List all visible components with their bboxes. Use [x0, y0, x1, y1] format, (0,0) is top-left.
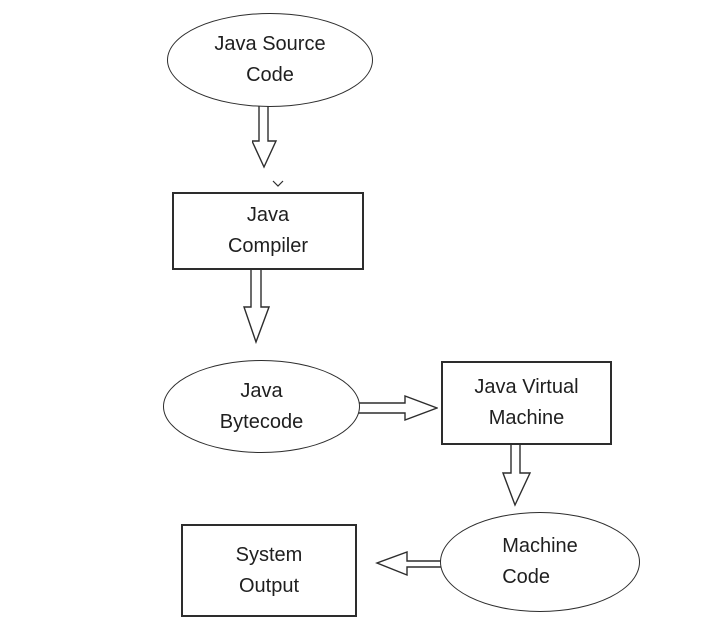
node-label-line: Code: [502, 566, 550, 588]
node-label: System Output: [236, 540, 303, 602]
node-java-compiler: Java Compiler: [172, 192, 364, 270]
node-java-bytecode: Java Bytecode: [163, 360, 360, 453]
node-label: Java Source Code: [214, 29, 325, 91]
node-label-line: Java: [246, 204, 290, 226]
node-label: Java Virtual Machine: [474, 372, 578, 434]
node-label: Java Bytecode: [220, 376, 303, 438]
node-label-line: Java Source: [214, 33, 326, 55]
node-label: Java Compiler: [228, 200, 308, 262]
node-label-line: Output: [238, 574, 300, 597]
arrow-bytecode-to-jvm: [358, 394, 438, 422]
node-machine-code: Machine Code: [440, 512, 640, 612]
node-system-output: System Output: [181, 524, 357, 617]
node-label-line: Compiler: [227, 235, 309, 257]
arrow-source-to-compiler: [252, 105, 278, 169]
node-label-line: Java Virtual: [474, 376, 579, 398]
node-label-line: Machine: [488, 407, 565, 429]
arrow-compiler-to-bytecode: [243, 268, 270, 344]
node-label-line: Code: [246, 64, 294, 86]
node-label: Machine Code: [502, 531, 578, 593]
arrow-machine-code-to-output: [375, 550, 443, 577]
node-label-line: System: [235, 543, 303, 566]
node-label-line: Bytecode: [219, 410, 304, 433]
arrow-jvm-to-machine-code: [502, 443, 531, 507]
node-label-line: Java: [240, 379, 283, 402]
stray-caret-mark: [272, 180, 284, 187]
node-label-line: Machine: [502, 535, 578, 557]
node-java-virtual-machine: Java Virtual Machine: [441, 361, 612, 445]
node-java-source-code: Java Source Code: [167, 13, 373, 107]
